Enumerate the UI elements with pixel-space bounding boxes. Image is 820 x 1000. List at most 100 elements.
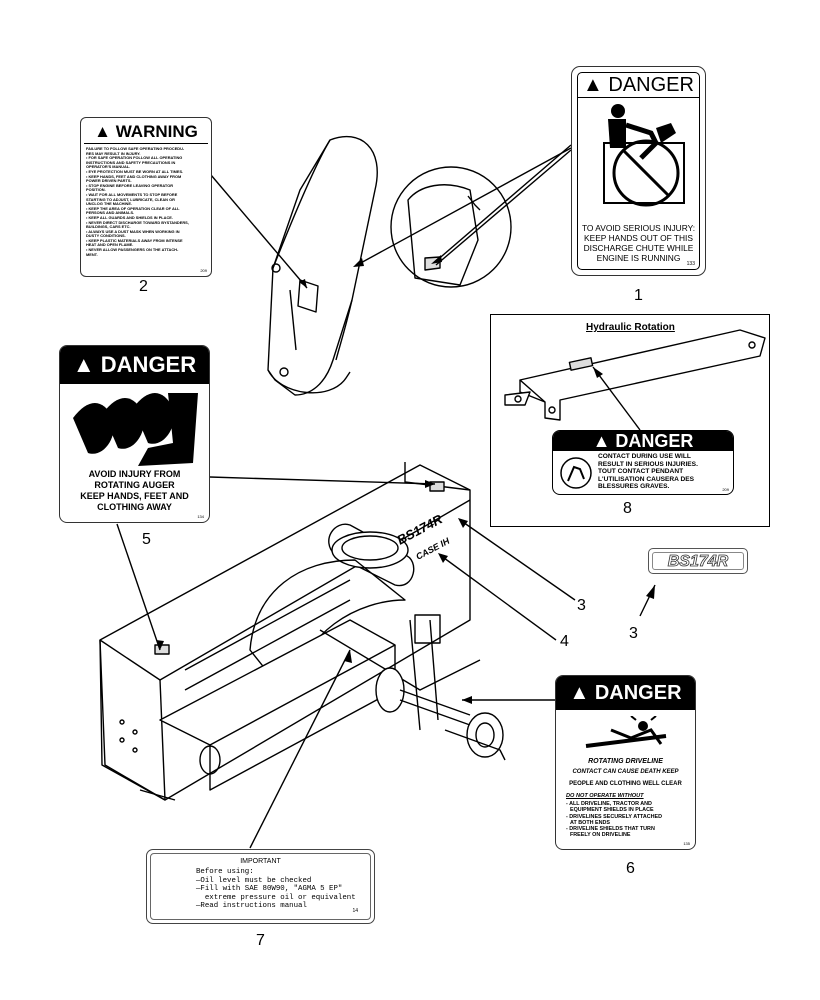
hand-crush-pictogram (560, 457, 592, 489)
decal1-line: ENGINE IS RUNNING (596, 253, 681, 263)
decal2-line: BUILDINGS, CARS ETC. (86, 224, 131, 230)
decal6-bullet: AT BOTH ENDS (570, 819, 611, 826)
decal8-line: L'UTILISATION CAUSERA DES (598, 475, 695, 483)
decal8-line: BLESSURES GRAVES. (598, 483, 670, 491)
arrow-1a (434, 144, 572, 263)
decal2-line: • KEEP THE AREA OF OPERATION CLEAR OF AL… (86, 205, 180, 211)
decal5-line: ROTATING AUGER (94, 480, 175, 490)
decal5-line: CLOTHING AWAY (97, 502, 172, 512)
decal2-line: INSTRUCTIONS AND SAFETY PRECAUTIONS IN (86, 159, 176, 165)
arrow-4 (439, 554, 557, 641)
driveline-entanglement-pictogram (585, 716, 667, 748)
decal5-line: KEEP HANDS, FEET AND (80, 491, 189, 501)
decal7-line: —Read instructions manual (196, 902, 307, 911)
decal2-text: FAILURE TO FOLLOW SAFE OPERATING PROCEDU… (86, 146, 206, 257)
hand-in-chute-pictogram (603, 104, 685, 207)
decal7-title: IMPORTANT (240, 858, 281, 865)
decal2-line: • KEEP PLASTIC MATERIALS AWAY FROM INTEN… (86, 237, 183, 243)
decal7-line: Before using: (196, 868, 254, 876)
decal2-line: POSITION. (86, 187, 106, 193)
decal2-line: • WAIT FOR ALL MOVEMENTS TO STOP BEFORE (86, 191, 178, 197)
decal2-line: PERSONS AND ANIMALS. (86, 210, 135, 216)
arrow-7 (249, 649, 351, 849)
callout-4: 4 (560, 633, 569, 650)
decal7-line: extreme pressure oil or equivalent (196, 893, 356, 902)
callout-2: 2 (139, 278, 148, 295)
decal1-line: TO AVOID SERIOUS INJURY: (581, 223, 696, 233)
danger-decal-hydraulic: ▲ DANGER CONTACT DURING USE WILL RESULT … (552, 430, 734, 495)
danger-decal-chute: ▲ DANGER TO AVOID SERIOUS INJURY: KEEP H… (571, 66, 706, 276)
decal2-line: STARTING TO ADJUST, LUBRICATE, CLEAN OR (86, 196, 175, 202)
callout-8: 8 (623, 500, 632, 517)
decal6-bullet: - DRIVELINES SECURELY ATTACHED (566, 813, 663, 820)
important-oil-decal: IMPORTANT Before using: —Oil level must … (146, 849, 375, 924)
callout-5: 5 (142, 531, 151, 548)
danger-decal-driveline: ▲ DANGER ROTATING DRIVELINE CONTACT CAN … (555, 675, 696, 850)
decal6-bullet: - DRIVELINE SHIELDS THAT TURN (566, 826, 655, 833)
box8-title: Hydraulic Rotation (586, 322, 675, 333)
decal1-line: DISCHARGE CHUTE WHILE (583, 243, 694, 253)
callout-3-emblem: 3 (629, 625, 638, 642)
callout-7: 7 (256, 932, 265, 949)
decal6-bullet: FREELY ON DRIVELINE (570, 832, 631, 839)
warning-triangle-icon: ▲ (94, 122, 111, 141)
decal6-bullet: EQUIPMENT SHIELDS IN PLACE (570, 807, 654, 814)
warning-triangle-icon: ▲ (592, 431, 611, 451)
decal1-header: DANGER (608, 74, 694, 96)
decal2-line: • STOP ENGINE BEFORE LEAVING OPERATOR (86, 182, 174, 188)
decal2-line: • KEEP HANDS, FEET AND CLOTHING AWAY FRO… (86, 173, 182, 179)
hydraulic-rotation-detail-box: Hydraulic Rotation (490, 314, 770, 527)
auger-foot-pictogram (73, 393, 198, 466)
emblem-text: BS174R (652, 552, 744, 570)
decal2-code: 209 (200, 268, 207, 273)
callout-3: 3 (577, 597, 586, 614)
decal2-line: • NEVER ALLOW PASSENGERS ON THE ATTACH- (86, 247, 179, 253)
decal6-code: 135 (683, 841, 690, 846)
decal2-line: MENT. (86, 251, 98, 257)
decal7-line: —Oil level must be checked (196, 876, 312, 885)
decal8-header: DANGER (615, 431, 694, 451)
decal2-line: HEAT AND OPEN FLAME. (86, 242, 134, 248)
decal6-line4: DO NOT OPERATE WITHOUT (566, 793, 644, 799)
model-emblem-decal: BS174R (648, 548, 748, 574)
danger-decal-auger: ▲ DANGER AVOID INJURY FROM ROTATING AUGE… (59, 345, 210, 523)
decal7-line: —Fill with SAE 80W90, "AGMA 5 EP" (196, 885, 343, 894)
decal2-line: FAILURE TO FOLLOW SAFE OPERATING PROCEDU… (86, 146, 185, 151)
decal6-header: DANGER (594, 682, 682, 704)
warning-decal-general: ▲ WARNING FAILURE TO FOLLOW SAFE OPERATI… (80, 117, 212, 277)
decal7-code: 14 (352, 908, 358, 914)
decal8-line: CONTACT DURING USE WILL (598, 453, 691, 460)
decal2-line: POWER DRIVEN PARTS. (86, 178, 132, 184)
decal6-line1: ROTATING DRIVELINE (588, 758, 663, 765)
chute-detail-circle (390, 166, 512, 288)
callout-1: 1 (634, 287, 643, 304)
decal6-line3: PEOPLE AND CLOTHING WELL CLEAR (569, 781, 682, 787)
decal2-line: • FOR SAFE OPERATION FOLLOW ALL OPERATIN… (86, 155, 183, 161)
decal8-line: TOUT CONTACT PENDANT (598, 468, 684, 476)
decal2-header: WARNING (115, 122, 198, 141)
decal6-bullets: - ALL DRIVELINE, TRACTOR AND EQUIPMENT S… (566, 801, 662, 839)
decal1-code: 133 (686, 261, 695, 267)
decal2-line: DUSTY CONDITIONS. (86, 233, 126, 239)
decal1-line: KEEP HANDS OUT OF THIS (584, 233, 693, 243)
hydraulic-rotation-bracket (504, 329, 766, 431)
discharge-chute (267, 135, 378, 396)
decal5-header: DANGER (100, 352, 197, 377)
decal2-line: • NEVER DIRECT DISCHARGE TOWARD BYSTANDE… (86, 219, 189, 225)
decal5-line: AVOID INJURY FROM (88, 469, 181, 479)
decal5-code: 134 (197, 514, 204, 519)
decal2-line: • KEEP ALL GUARDS AND SHIELDS IN PLACE. (86, 214, 173, 220)
warning-triangle-icon: ▲ (72, 352, 95, 377)
decal2-line: • EYE PROTECTION MUST BE WORN AT ALL TIM… (86, 168, 184, 174)
warning-triangle-icon: ▲ (569, 682, 590, 704)
blower-housing (99, 462, 506, 801)
decal2-line: UNCLOG THE MACHINE. (86, 201, 133, 207)
decal6-line2: CONTACT CAN CAUSE DEATH KEEP (572, 769, 679, 775)
decal6-bullet: - ALL DRIVELINE, TRACTOR AND (566, 801, 652, 807)
arrow-3 (459, 519, 576, 601)
callout-6: 6 (626, 860, 635, 877)
decal2-line: OPERATOR'S MANUAL. (86, 164, 131, 170)
decal2-line: RES MAY RESULT IN INJURY. (86, 150, 141, 156)
decal8-code: 209 (722, 487, 729, 492)
